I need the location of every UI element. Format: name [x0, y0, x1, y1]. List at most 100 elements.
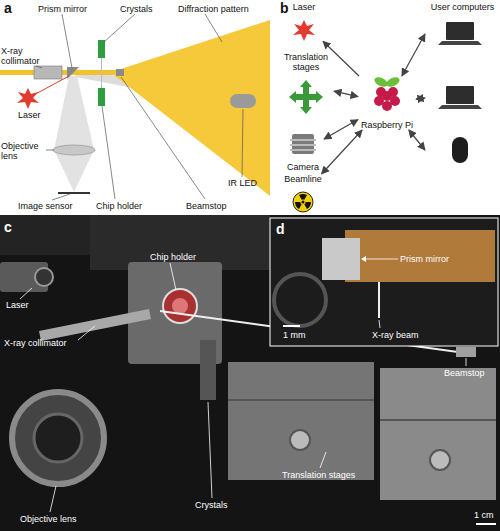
part-label: Crystals — [195, 500, 255, 510]
diffraction-cone — [115, 20, 270, 196]
leader-line — [104, 14, 135, 42]
leader-head — [361, 256, 366, 262]
part-label: Objective lens — [20, 514, 100, 524]
part-label: Chip holder — [150, 252, 220, 262]
part-label: X-ray beam — [372, 330, 442, 340]
laser-aperture — [35, 268, 53, 286]
control-arrow — [324, 120, 358, 139]
leader-line — [52, 194, 70, 200]
camera-fin — [290, 144, 316, 146]
stage-knob — [290, 430, 310, 450]
part-label: Image sensor — [18, 201, 78, 211]
device-node: Translation stages — [278, 52, 334, 118]
device-node: User computers — [425, 2, 500, 174]
photo-frame — [90, 215, 270, 270]
leader-line — [170, 263, 176, 290]
stage-head — [316, 91, 323, 103]
laptop-icon — [438, 86, 482, 109]
beamstop-part — [456, 347, 476, 357]
leader-line — [362, 259, 398, 260]
laptop-screen — [446, 86, 474, 104]
panel-letter: a — [4, 1, 24, 16]
leader-line — [50, 486, 56, 512]
crystal-shape — [98, 40, 105, 58]
raspberry-icon — [373, 75, 401, 111]
leader-line — [379, 320, 380, 328]
part-label: Laser — [18, 110, 58, 120]
leader-lines — [36, 14, 243, 200]
stage-block — [228, 362, 374, 480]
part-label: 1 cm — [474, 510, 500, 520]
device-node: Beamline — [280, 174, 326, 214]
beamstop-shape — [116, 69, 124, 76]
leaf — [373, 75, 389, 88]
laptop-base — [438, 105, 482, 109]
leader-line — [102, 106, 115, 199]
stage-groove — [380, 419, 496, 421]
leader-line — [62, 14, 72, 68]
crystal-mount — [200, 340, 216, 400]
panel-letter: d — [276, 222, 296, 237]
objective-glass — [34, 414, 82, 462]
part-label: IR LED — [228, 178, 268, 188]
scale-bar — [283, 325, 300, 327]
stage-head — [300, 80, 312, 87]
trefoil-core — [302, 201, 305, 204]
objective-body — [12, 392, 104, 484]
part-label: Crystals — [120, 4, 170, 14]
node-label: User computers — [431, 2, 495, 12]
lens-rim — [274, 274, 326, 326]
part-label: 1 mm — [283, 330, 313, 340]
device-node: Raspberry Pi — [358, 76, 416, 130]
inset-photo — [270, 218, 498, 346]
prism-part — [322, 238, 360, 280]
scale-bar — [476, 523, 496, 525]
part-label: Translation stages — [282, 470, 392, 480]
part-label: Beamstop — [444, 368, 500, 378]
image-light-cone — [54, 76, 94, 192]
leader-line — [208, 402, 212, 498]
leader-line — [205, 14, 222, 42]
leader-line — [46, 150, 54, 151]
control-arrow — [323, 41, 359, 76]
stage-head — [300, 107, 312, 114]
berry — [374, 87, 400, 111]
device-node: Camera — [282, 130, 324, 172]
chip-window — [172, 298, 188, 314]
panel-letter: c — [4, 220, 24, 235]
control-arrow — [334, 91, 358, 96]
sensor-shape — [58, 192, 90, 194]
crystal-shape — [98, 88, 105, 106]
part-label: Diffraction pattern — [178, 4, 268, 14]
trefoil-gap — [300, 199, 305, 204]
collimator-shape — [34, 66, 62, 79]
node-label: Raspberry Pi — [361, 120, 413, 130]
stage-knob — [430, 450, 450, 470]
laser-symbol — [17, 88, 39, 109]
stage-arm — [295, 94, 317, 100]
leader-line — [20, 288, 32, 299]
chip-shape — [101, 58, 102, 88]
control-arrow — [409, 130, 425, 150]
leader-line — [36, 66, 42, 68]
laptop-base — [438, 41, 482, 45]
node-label: Camera — [287, 162, 319, 172]
part-label: Beamstop — [186, 201, 236, 211]
control-arrow — [402, 34, 425, 76]
part-label: Laser — [6, 300, 46, 310]
radiation-disc — [293, 192, 313, 212]
part-label: X-ray collimator — [4, 338, 89, 348]
leader-line — [320, 452, 326, 468]
stage-block — [380, 368, 496, 500]
lens-shape — [53, 145, 95, 155]
stage-icon — [289, 80, 323, 114]
leader-line — [121, 77, 205, 199]
laser-icon — [293, 20, 315, 41]
beam-segment — [378, 282, 380, 318]
leader-line — [242, 109, 243, 177]
chip-holder-ring — [163, 289, 197, 323]
control-arrow — [322, 130, 363, 174]
